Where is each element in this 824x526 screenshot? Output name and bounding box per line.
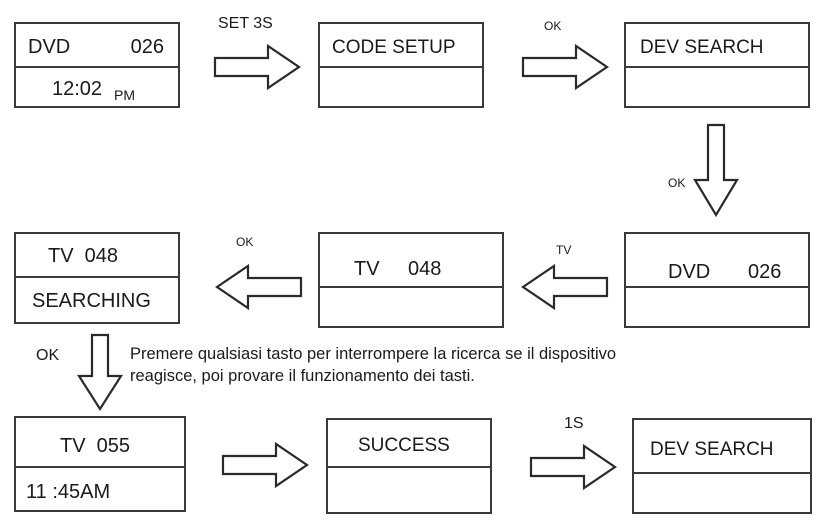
label-tv: TV <box>556 243 572 257</box>
screen-divider <box>626 66 808 68</box>
instruction-note-line: reagisce, poi provare il funzionamento d… <box>130 367 475 385</box>
screen-device-label: TV <box>354 258 380 280</box>
lcd-screen-dvd-time: DVD 026 12:02 PM <box>14 22 180 108</box>
lcd-screen-tv-code: TV 048 <box>318 232 504 328</box>
screen-device-label: DVD <box>668 261 711 283</box>
instruction-note: Premere qualsiasi tasto per interrompere… <box>130 343 810 387</box>
screen-device-code: 048 <box>408 258 442 280</box>
arrow-left-icon <box>215 263 303 311</box>
lcd-screen-code-setup: CODE SETUP <box>318 22 484 108</box>
screen-divider <box>320 286 502 288</box>
screen-divider <box>626 286 808 288</box>
arrow-right-icon <box>521 43 609 91</box>
screen-clock-ampm: PM <box>114 87 135 103</box>
screen-device-code: 026 <box>748 261 782 283</box>
lcd-screen-dev-search-final: DEV SEARCH <box>632 418 812 514</box>
label-set-3s: SET 3S <box>218 15 273 32</box>
screen-title: DEV SEARCH <box>650 439 774 460</box>
screen-clock: 11 :45AM <box>26 481 111 503</box>
screen-divider <box>320 66 482 68</box>
screen-device-label: DVD <box>28 36 71 58</box>
label-ok: OK <box>668 176 686 190</box>
lcd-screen-dvd-code: DVD 026 <box>624 232 810 328</box>
lcd-screen-tv-time: TV 055 11 :45AM <box>14 416 186 512</box>
label-ok: OK <box>236 235 254 249</box>
label-ok: OK <box>36 347 60 364</box>
screen-title: TV 055 <box>60 435 131 457</box>
arrow-down-icon <box>693 123 739 218</box>
screen-clock: 12:02 <box>52 78 103 100</box>
arrow-right-icon <box>221 441 309 489</box>
label-1s: 1S <box>564 415 584 432</box>
screen-device-code: 026 <box>130 36 164 58</box>
screen-divider <box>16 466 184 468</box>
arrow-right-icon <box>213 43 301 91</box>
instruction-note-line: Premere qualsiasi tasto per interrompere… <box>130 345 617 363</box>
screen-title: CODE SETUP <box>332 37 456 58</box>
arrow-left-icon <box>521 263 609 311</box>
screen-divider <box>16 66 178 68</box>
screen-status: SEARCHING <box>32 290 151 312</box>
screen-divider <box>634 472 810 474</box>
label-ok: OK <box>544 19 562 33</box>
screen-divider <box>16 276 178 278</box>
lcd-screen-dev-search: DEV SEARCH <box>624 22 810 108</box>
lcd-screen-success: SUCCESS <box>326 418 492 514</box>
screen-title: DEV SEARCH <box>640 37 764 58</box>
arrow-down-icon <box>76 333 124 412</box>
screen-title: TV 048 <box>48 245 119 267</box>
screen-divider <box>328 466 490 468</box>
lcd-screen-searching: TV 048 SEARCHING <box>14 232 180 324</box>
arrow-right-icon <box>529 443 617 491</box>
screen-title: SUCCESS <box>358 435 450 456</box>
